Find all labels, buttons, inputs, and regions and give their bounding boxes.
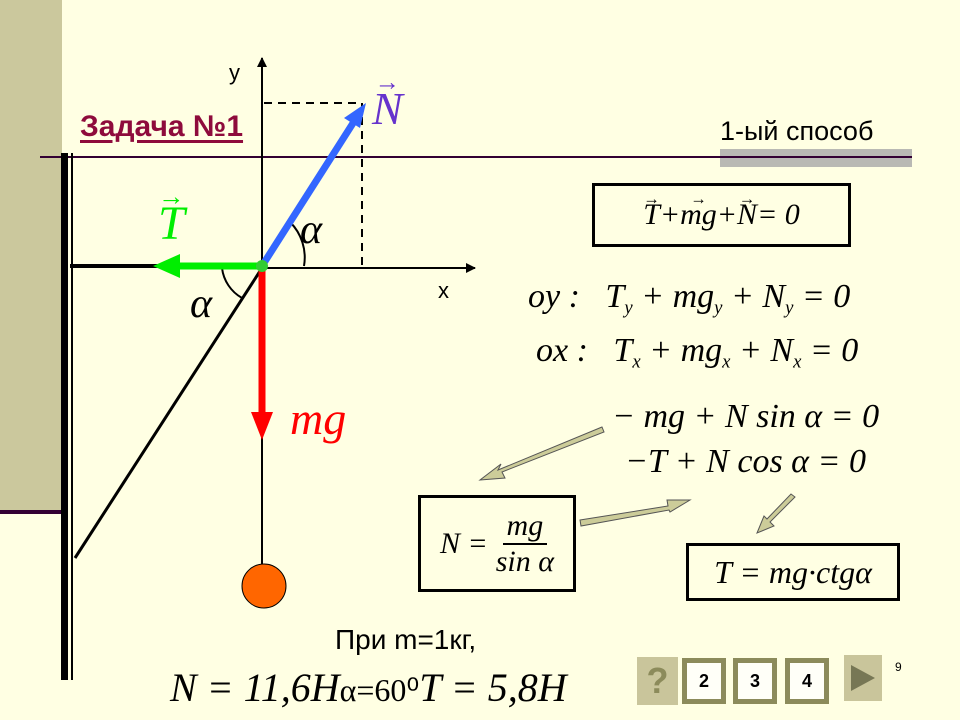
- help-button[interactable]: ?: [637, 657, 678, 705]
- next-slide-button[interactable]: [844, 655, 882, 701]
- N-label: N: [372, 68, 403, 135]
- alpha-left-label: α: [190, 281, 213, 327]
- angle-arc-top: [289, 221, 306, 267]
- hint-arrow-3: [756, 493, 796, 534]
- mg-arrowhead: [251, 412, 273, 440]
- y-projection-equation: − mg + N sin α = 0: [612, 398, 880, 435]
- answer-line: N = 11,6Hα=60⁰T = 5,8H: [170, 665, 567, 710]
- nav-button-4[interactable]: 4: [785, 658, 829, 704]
- hint-arrow-1: [478, 426, 605, 481]
- left-decor-strip: [0, 0, 62, 510]
- method-label: 1-ый способ: [720, 116, 874, 146]
- strut: [73, 267, 264, 559]
- y-axis-label: y: [229, 60, 240, 85]
- header-divider: [40, 156, 912, 158]
- page-number: 9: [895, 660, 902, 674]
- wall: [61, 153, 68, 680]
- vector-sum-equation: T + mg + N = 0: [592, 183, 851, 247]
- N-arrowhead: [344, 103, 366, 128]
- wall-inner-line: [71, 153, 73, 680]
- x-axis-label: x: [438, 278, 449, 303]
- play-icon: [851, 665, 875, 691]
- N-vector: [259, 118, 358, 268]
- slide-title[interactable]: Задача №1: [80, 110, 244, 143]
- pivot-point: [256, 260, 268, 272]
- left-decor-line: [0, 510, 62, 514]
- hint-arrow-2: [579, 499, 692, 527]
- ox-equation: ox : Tx + mgx + Nx = 0: [536, 332, 859, 373]
- mg-label: mg: [290, 393, 347, 444]
- given-mass: При m=1кг,: [335, 624, 477, 655]
- alpha-top-label: α: [300, 207, 323, 253]
- T-arrowhead: [153, 254, 180, 278]
- ball: [241, 563, 287, 609]
- T-result-box: T = mg·ctgα: [686, 543, 900, 601]
- angle-arc-left: [221, 267, 243, 299]
- T-label: T: [158, 181, 185, 251]
- nav-button-3[interactable]: 3: [733, 658, 777, 704]
- x-projection-equation: −T + N cos α = 0: [625, 443, 866, 480]
- oy-equation: oy : Ty + mgy + Ny = 0: [528, 278, 851, 319]
- nav-button-2[interactable]: 2: [682, 658, 726, 704]
- method-underbar: [720, 149, 912, 167]
